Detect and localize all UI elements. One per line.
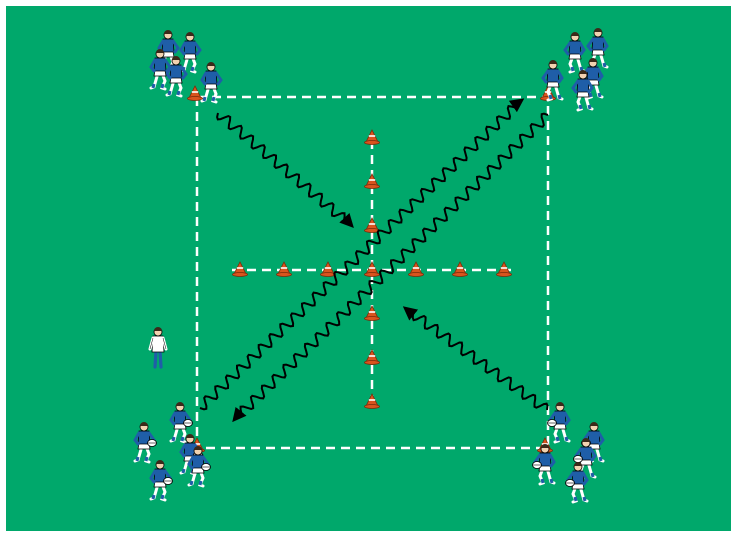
drill-diagram [0,0,737,537]
pitch-canvas [0,0,737,537]
